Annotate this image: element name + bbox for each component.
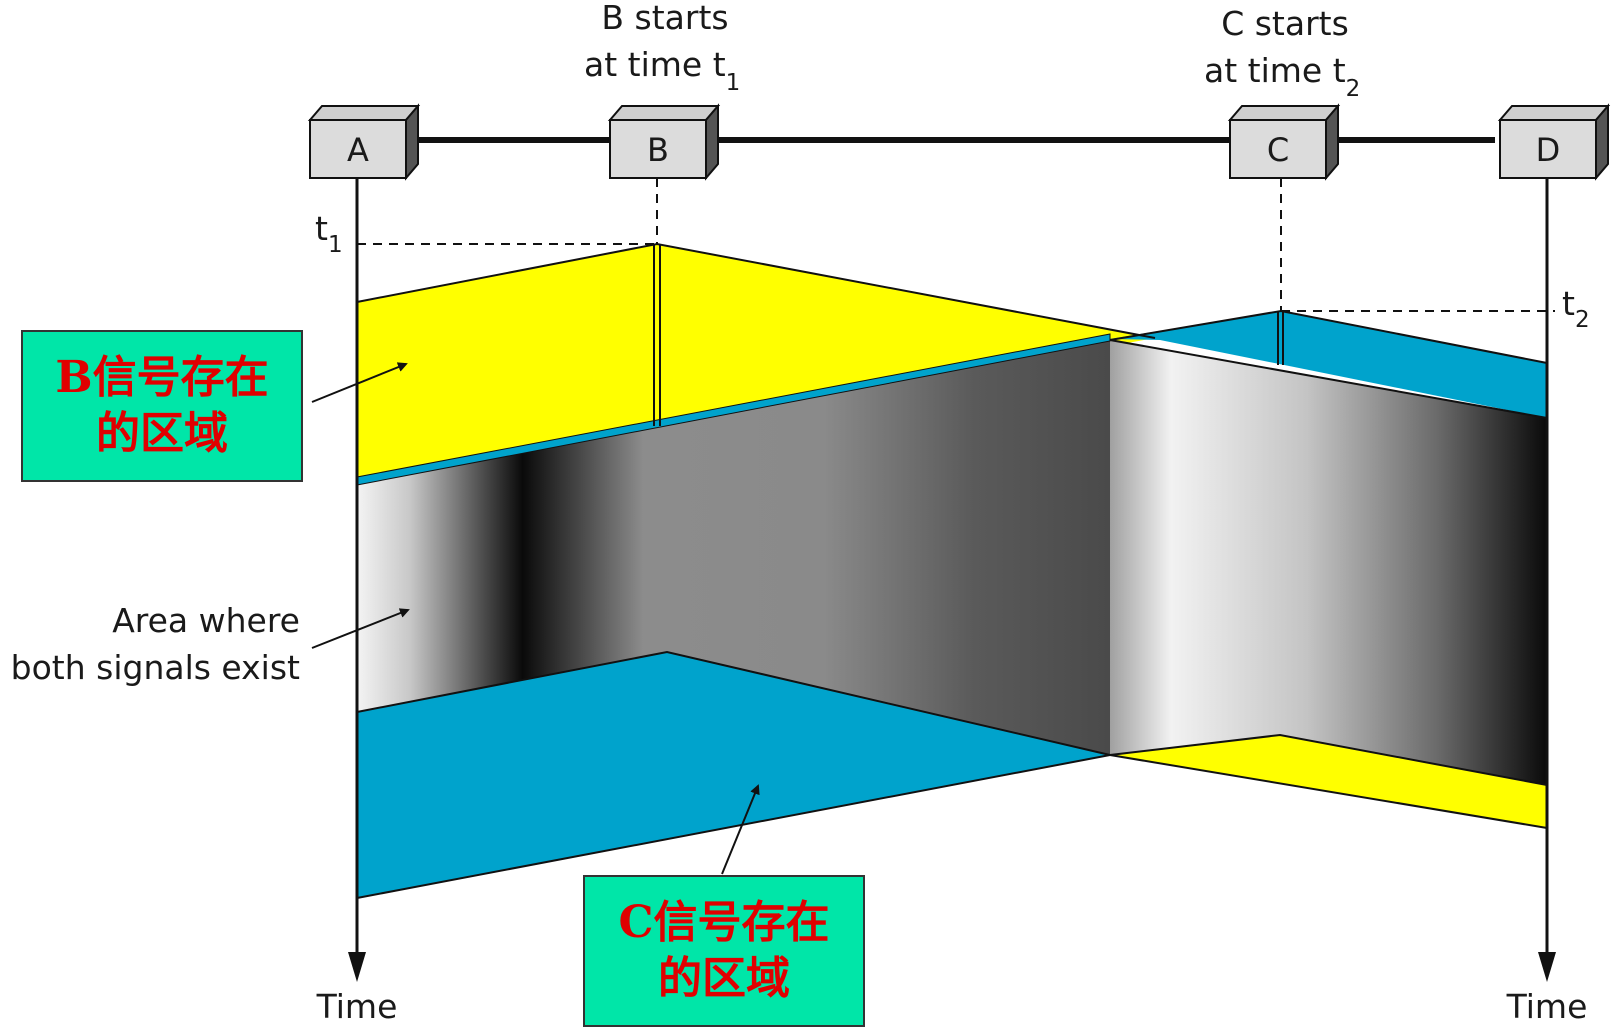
callout-c-line2: 的区域 [658,953,790,1004]
overlap-region-right [1110,340,1547,785]
b-signal-region-upper [357,244,1155,482]
station-label-c: C [1267,131,1289,169]
t2-label: t2 [1562,284,1590,333]
pointer-c [721,784,760,875]
both-area-label-line1: Area where [112,601,300,640]
callout-c-line1: C信号存在 [618,897,830,948]
b-start-label-line2: at time t1 [584,45,740,96]
time-label-left: Time [316,987,398,1026]
station-d: D [1497,103,1611,181]
station-c: C [1227,103,1341,181]
station-a: A [307,103,421,181]
c-signal-region-upper [1110,311,1547,418]
c-signal-region-lower [357,652,1110,898]
callout-c-signal-region: C信号存在 的区域 [583,875,865,1027]
b-signal-region-lower [1110,735,1547,828]
callout-b-line1: B信号存在 [55,352,269,403]
callout-b-line2: 的区域 [96,408,228,459]
station-label-b: B [647,131,669,169]
callout-b-signal-region: B信号存在 的区域 [21,330,303,482]
pointer-b [311,362,408,403]
pointer-both [311,608,410,649]
station-label-a: A [347,131,369,169]
station-b: B [607,103,721,181]
overlap-region-left [357,340,1110,755]
time-label-right: Time [1506,987,1588,1026]
c-start-label-line2: at time t2 [1204,51,1360,102]
t1-label: t1 [315,209,343,258]
station-label-d: D [1536,131,1561,169]
b-start-label-line1: B starts [601,0,728,37]
c-start-label-line1: C starts [1221,4,1349,43]
both-area-label-line2: both signals exist [11,648,300,687]
